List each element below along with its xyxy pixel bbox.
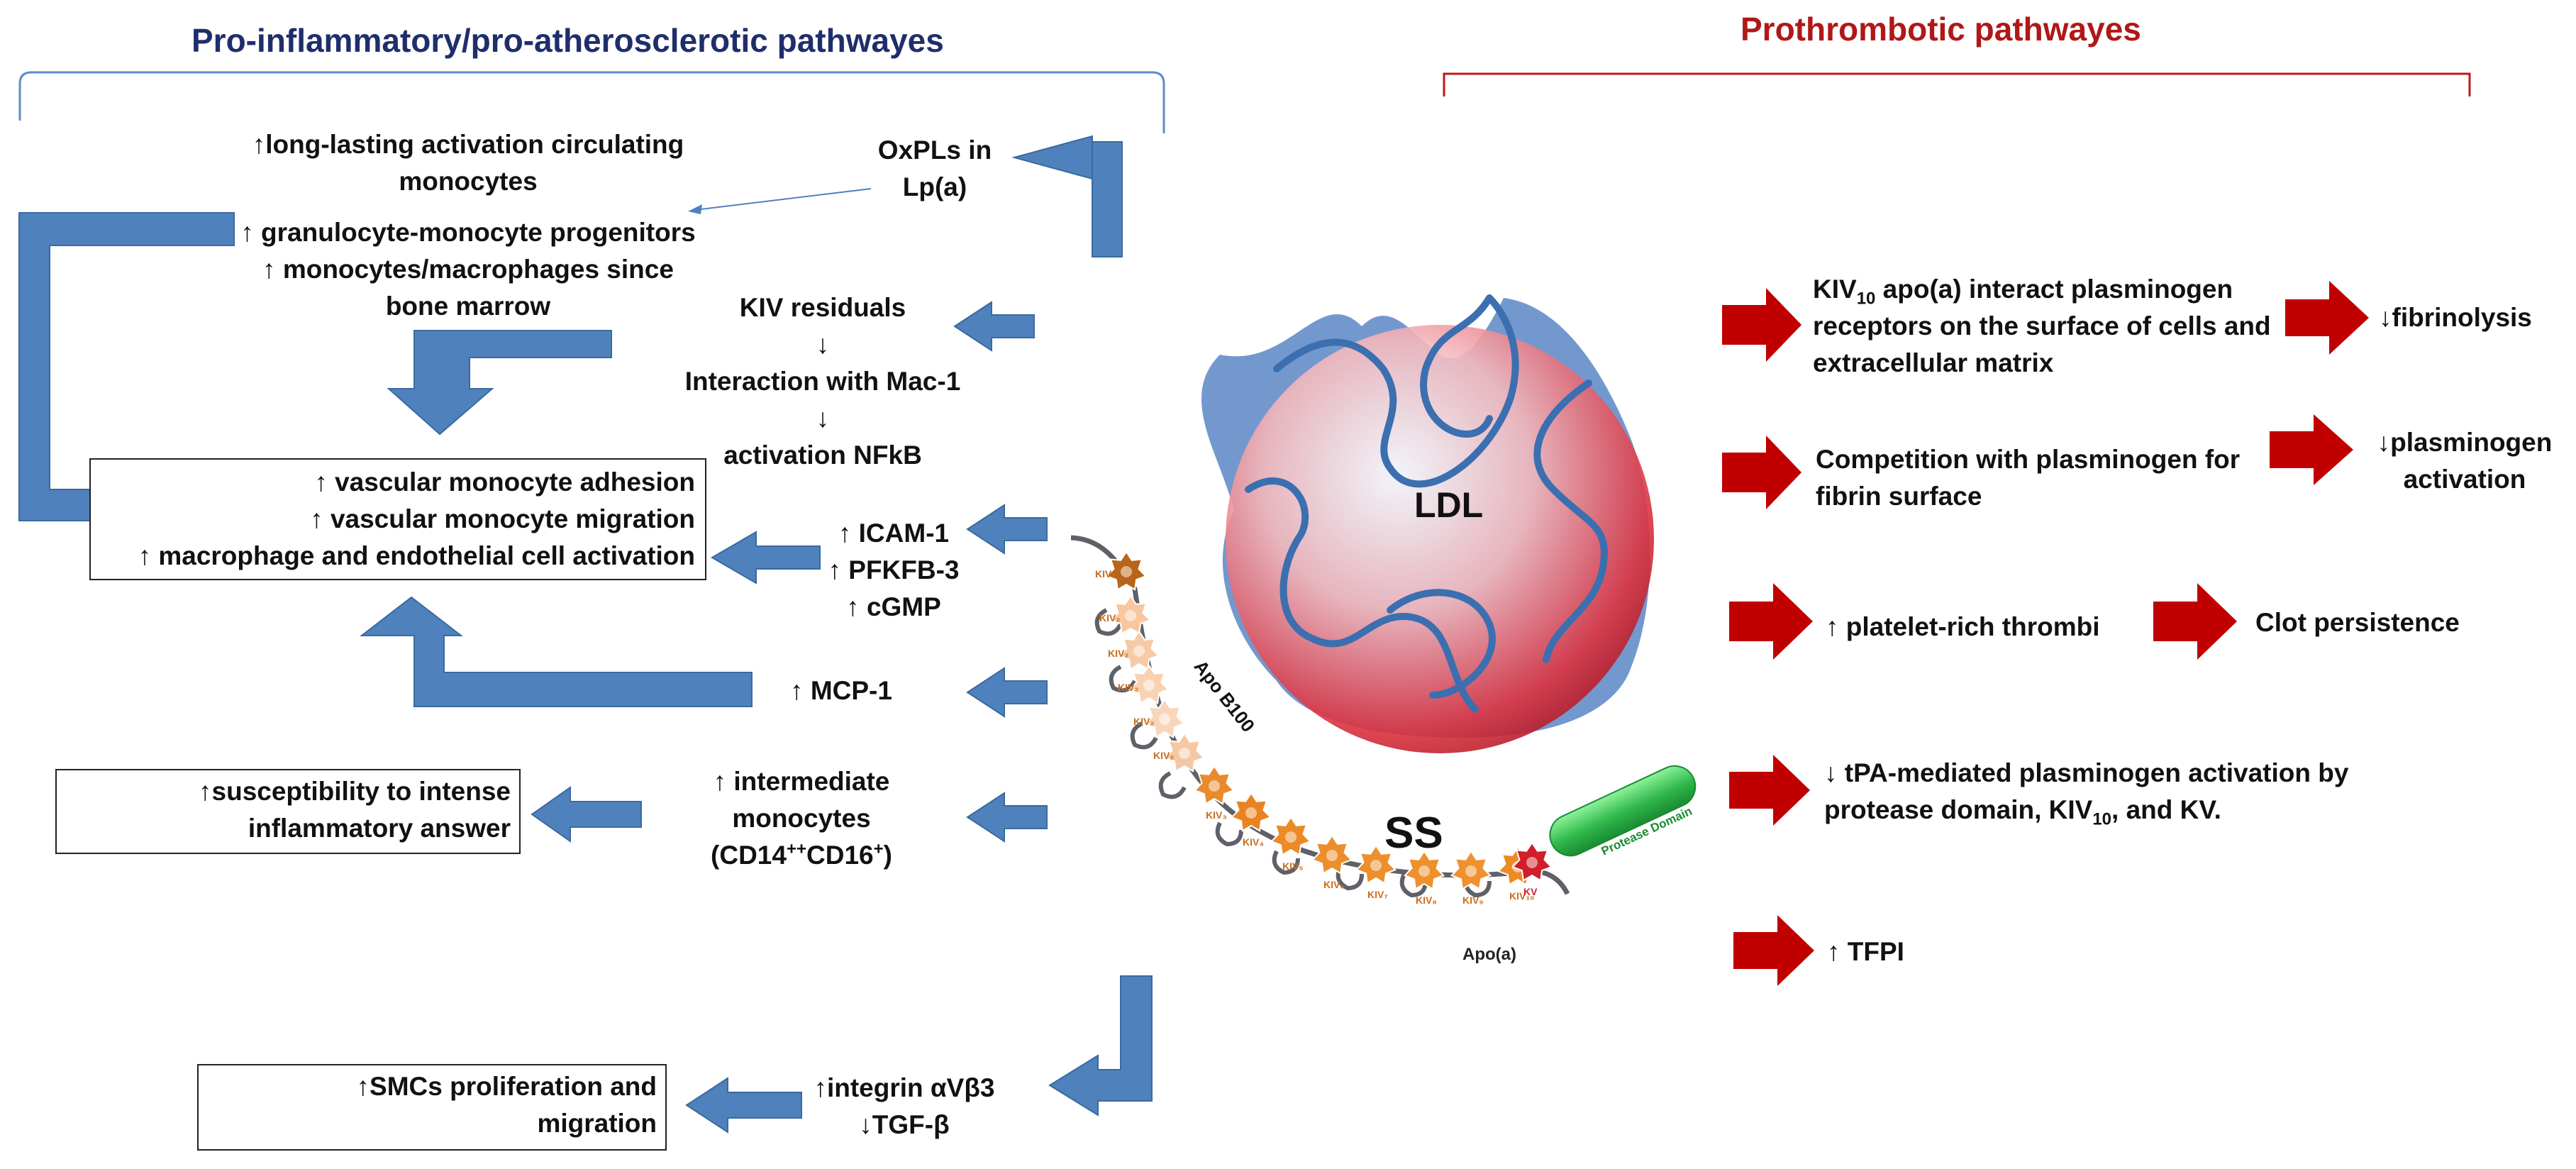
left-header-bracket (18, 71, 1165, 133)
clot-persistence-text: Clot persistence (2255, 608, 2460, 637)
tfpi-text: ↑ TFPI (1827, 937, 1904, 966)
icam-text: ↑ ICAM-1 ↑ PFKFB-3 ↑ cGMP (828, 519, 960, 621)
kringle-1: KIV₁ (1095, 550, 1148, 591)
kringle-15: KV (1511, 841, 1553, 897)
platelet-thrombi-text: ↑ platelet-rich thrombi (1826, 612, 2100, 641)
kringle-label-2: KIV₂ (1099, 612, 1121, 624)
kringle-label-14: KIV₁₀ (1509, 890, 1534, 902)
red-arrow-tfpi (1733, 915, 1814, 986)
kringle-label-1: KIV₁ (1095, 568, 1116, 580)
kringle-label-8: KIV₄ (1243, 836, 1264, 848)
icam-to-box-arrow (711, 531, 821, 584)
oxpl-thin-arrowhead (688, 204, 702, 214)
smc-box (197, 1064, 667, 1151)
kringle-2: KIV₂ (1099, 594, 1152, 635)
kringle-8: KIV₄ (1230, 792, 1272, 848)
kringle-label-5: KIV₂ (1133, 716, 1155, 727)
kringle-label-3: KIV₂ (1108, 648, 1129, 659)
kiv-chain-text: KIV residuals ↓ Interaction with Mac-1 ↓… (684, 293, 961, 470)
intermediate-monocytes-text: ↑ intermediate monocytes (CD14++CD16+) (711, 767, 892, 870)
kringle-label-7: KIV₃ (1206, 809, 1227, 821)
kringle-3: KIV₂ (1108, 630, 1160, 670)
red-arrow-competition (1722, 436, 1801, 509)
kringle-label-13: KIV₉ (1462, 894, 1484, 906)
competition-text: Competition with plasminogen for fibrin … (1816, 445, 2241, 511)
oxpl-text: OxPLs in Lp(a) (877, 135, 992, 201)
progenitors-text: ↑ granulocyte-monocyte progenitors ↑ mon… (240, 218, 696, 321)
kringle-7: KIV₃ (1193, 765, 1236, 821)
kringle-label-12: KIV₈ (1416, 894, 1437, 906)
red-arrow-clot (2153, 583, 2237, 660)
ldl-sphere (1226, 325, 1654, 753)
oxpl-thin-arrow-line (694, 188, 872, 211)
intermediate-inbound-arrow (966, 792, 1048, 843)
smc-text: ↑SMCs proliferation and migration (356, 1072, 657, 1138)
vascular-effects-box (89, 458, 706, 580)
ldl-label: LDL (1414, 485, 1484, 525)
icam-inbound-arrow (966, 504, 1048, 555)
apob-ribbon-front (1245, 294, 1608, 713)
kringle-label-9: KIV₅ (1282, 860, 1304, 872)
kiv10-interaction-text: KIV10 apo(a) interact plasminogen recept… (1813, 275, 2271, 377)
left-header: Pro-inflammatory/pro-atherosclerotic pat… (191, 22, 944, 59)
red-arrow-kiv10 (1722, 288, 1801, 362)
oxpl-elbow-arrow-body (1092, 141, 1123, 257)
intermediate-to-box-arrow (531, 786, 642, 843)
protease-domain (1549, 765, 1697, 857)
kringle-label-11: KIV₇ (1367, 889, 1388, 900)
integrin-text: ↑integrin αVβ3 ↓TGF-β (814, 1073, 995, 1139)
kringle-5: KIV₂ (1133, 698, 1186, 738)
kiv-residuals-arrow (953, 301, 1035, 352)
apoa-label: Apo(a) (1462, 945, 1516, 964)
kringle-11: KIV₇ (1355, 844, 1397, 900)
monocytes-activation-text: ↑long-lasting activation circulating mon… (252, 130, 684, 196)
kringle-label-4: KIV₂ (1118, 682, 1139, 693)
kringle-4: KIV₂ (1118, 664, 1170, 704)
plasminogen-activation-text: ↓plasminogen activation (2377, 428, 2553, 494)
right-header-bracket (1443, 72, 2471, 96)
red-arrow-fibrinolysis (2285, 281, 2369, 355)
mcp-text: ↑ MCP-1 (790, 676, 892, 705)
bone-marrow-down-arrow (387, 330, 612, 436)
right-header: Prothrombotic pathwayes (1741, 11, 2141, 48)
kringle-group: KIV₁ KIV₂ KIV₂ KIV₂ KIV₂ KIV₂ KIV₃ KIV₄ KIV₅ KIV₆… (1095, 550, 1553, 906)
kringle-label-6: KIV₂ (1153, 750, 1175, 761)
ss-bond-label: SS (1384, 809, 1443, 858)
vascular-effects-text: ↑ vascular monocyte adhesion ↑ vascular … (138, 467, 695, 570)
integrin-to-box-arrow (685, 1077, 802, 1134)
susceptibility-text: ↑susceptibility to intense inflammatory … (199, 777, 511, 843)
tpa-text: ↓ tPA-mediated plasminogen activation by… (1824, 758, 2349, 829)
kringle-label-15: KV (1523, 886, 1538, 897)
mcp-elbow-arrow (360, 596, 753, 707)
mcp-inbound-arrow (966, 667, 1048, 718)
red-arrow-platelet (1729, 583, 1813, 660)
red-arrow-plasminogen (2270, 414, 2353, 485)
kringle-13: KIV₉ (1450, 850, 1492, 906)
susceptibility-box (55, 769, 521, 854)
kringle-9: KIV₅ (1270, 816, 1312, 872)
red-arrow-tpa (1729, 755, 1810, 826)
kringle-label-10: KIV₆ (1323, 879, 1345, 890)
kringle-6: KIV₂ (1153, 732, 1206, 772)
kringle-10: KIV₆ (1311, 834, 1353, 890)
integrin-elbow-arrow (1048, 975, 1153, 1117)
kringle-12: KIV₈ (1403, 850, 1445, 906)
fibrinolysis-text: ↓fibrinolysis (2379, 303, 2532, 332)
